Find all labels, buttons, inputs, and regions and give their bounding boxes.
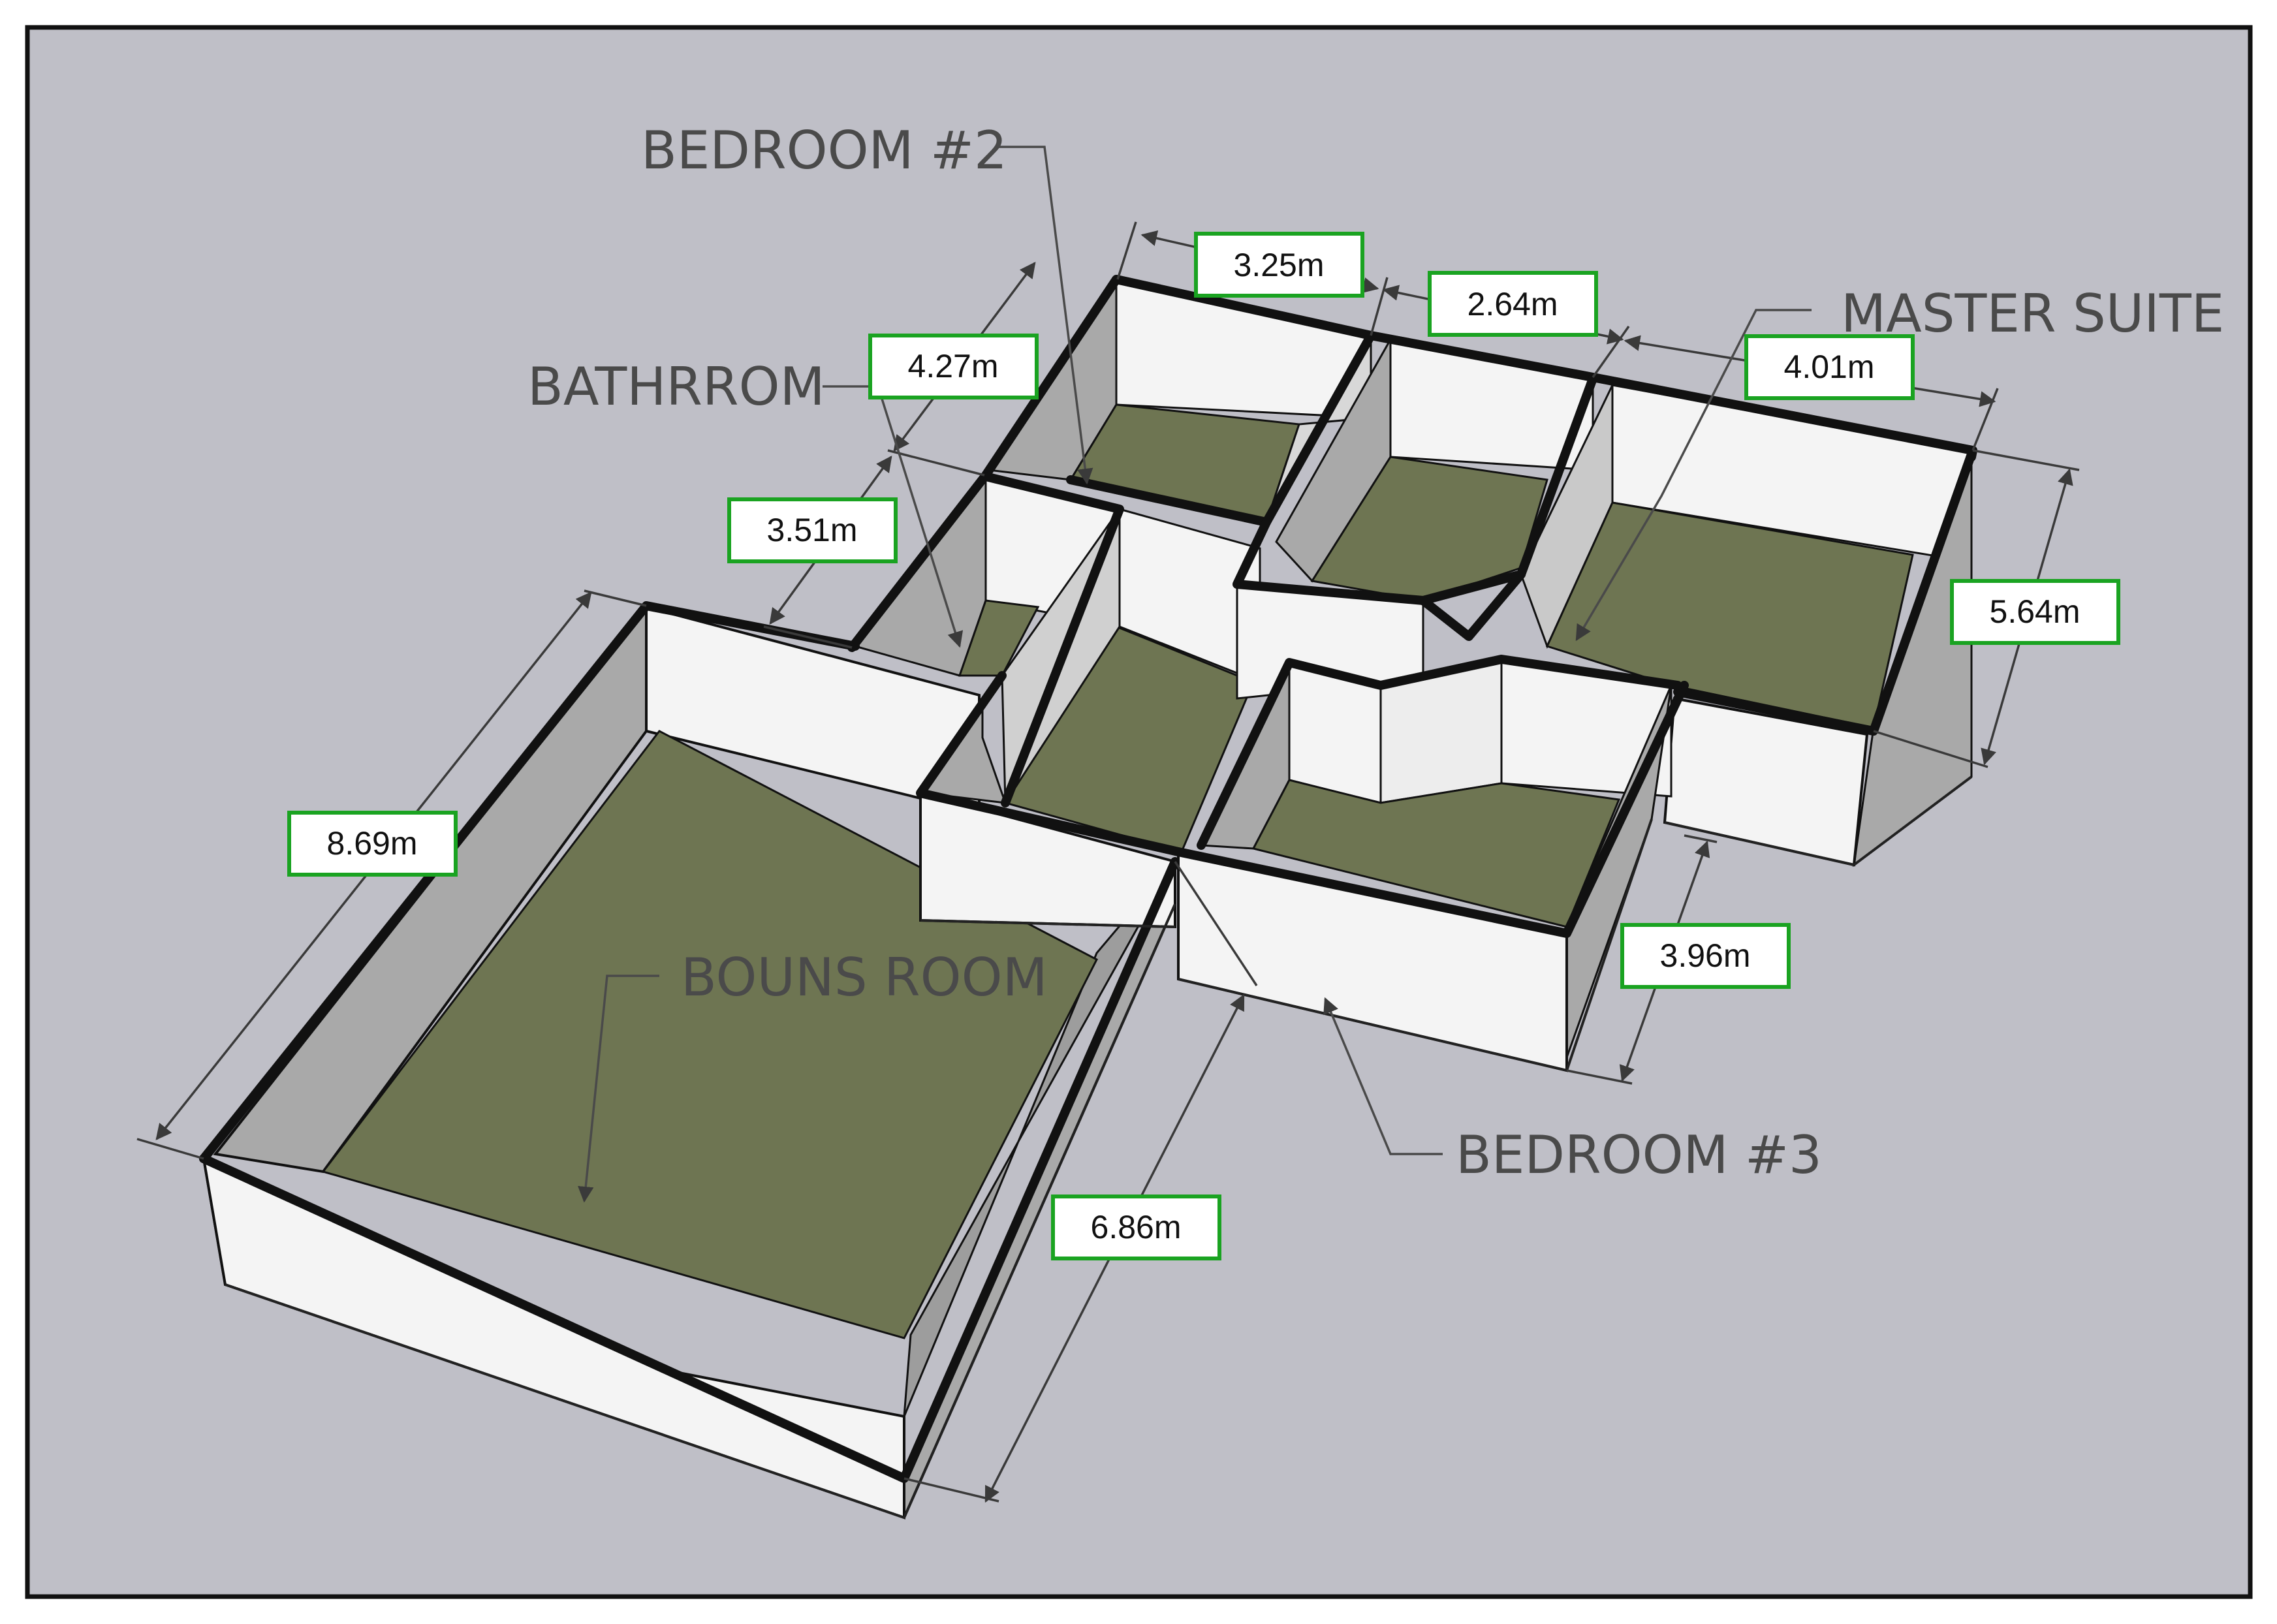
svg-text:6.86m: 6.86m [1091,1209,1182,1245]
leader-bedroom3 [1323,997,1443,1155]
ext-line [136,1138,204,1160]
dim-label-3-96: 3.96m [1620,923,1791,989]
room-label-bedroom3: BEDROOM #3 [1456,1125,1822,1185]
ext-line [1116,221,1137,280]
ext-line [887,449,985,476]
svg-text:2.64m: 2.64m [1468,286,1558,322]
ext-line [903,1477,999,1503]
svg-text:3.25m: 3.25m [1234,247,1325,283]
leader-bedroom2 [996,146,1093,485]
base-edge-master [1664,775,1973,867]
outline-inner-5 [1419,570,1526,641]
room-label-bonus-room: BOUNS ROOM [681,947,1048,1008]
dim-label-3-25: 3.25m [1194,232,1364,298]
dim-label-6-86: 6.86m [1051,1195,1221,1260]
ext-line [1971,388,1999,451]
bathroom-floor [958,599,1040,677]
dim-label-2-64: 2.64m [1428,271,1598,337]
ext-line [1972,449,2080,471]
room-label-bathroom: BATHRROM [527,356,825,417]
hall-block [919,508,1261,929]
base-edge-center [920,919,1176,928]
svg-text:3.51m: 3.51m [767,512,858,548]
dim-label-8-69: 8.69m [287,811,458,877]
svg-text:4.01m: 4.01m [1784,349,1875,385]
ext-line [1592,325,1630,379]
ext-line [584,589,647,607]
ext-line [1873,730,1988,768]
dim-label-3-51: 3.51m [727,497,898,563]
ext-line [763,625,853,649]
outline-bedroom3 [916,671,1689,938]
ext-line [1684,834,1718,843]
master-suite-block [1520,384,1973,867]
svg-text:3.96m: 3.96m [1660,937,1751,974]
ext-line [1370,277,1389,336]
ext-line [1174,861,1258,986]
leader-bonus [578,975,659,1203]
dim-label-5-64: 5.64m [1950,579,2120,645]
room-label-master-suite: MASTER SUITE [1841,283,2224,344]
room-label-bedroom2: BEDROOM #2 [641,120,1007,181]
dim-label-4-01: 4.01m [1744,334,1915,400]
svg-text:4.27m: 4.27m [908,348,999,384]
svg-text:8.69m: 8.69m [327,825,418,862]
ext-line [1566,1069,1633,1085]
outline-inner-4 [1197,655,1682,850]
leader-master [1575,309,1812,642]
dim-label-4-27: 4.27m [868,334,1039,399]
svg-text:5.64m: 5.64m [1990,593,2081,630]
outline-inner-1 [981,472,1124,807]
